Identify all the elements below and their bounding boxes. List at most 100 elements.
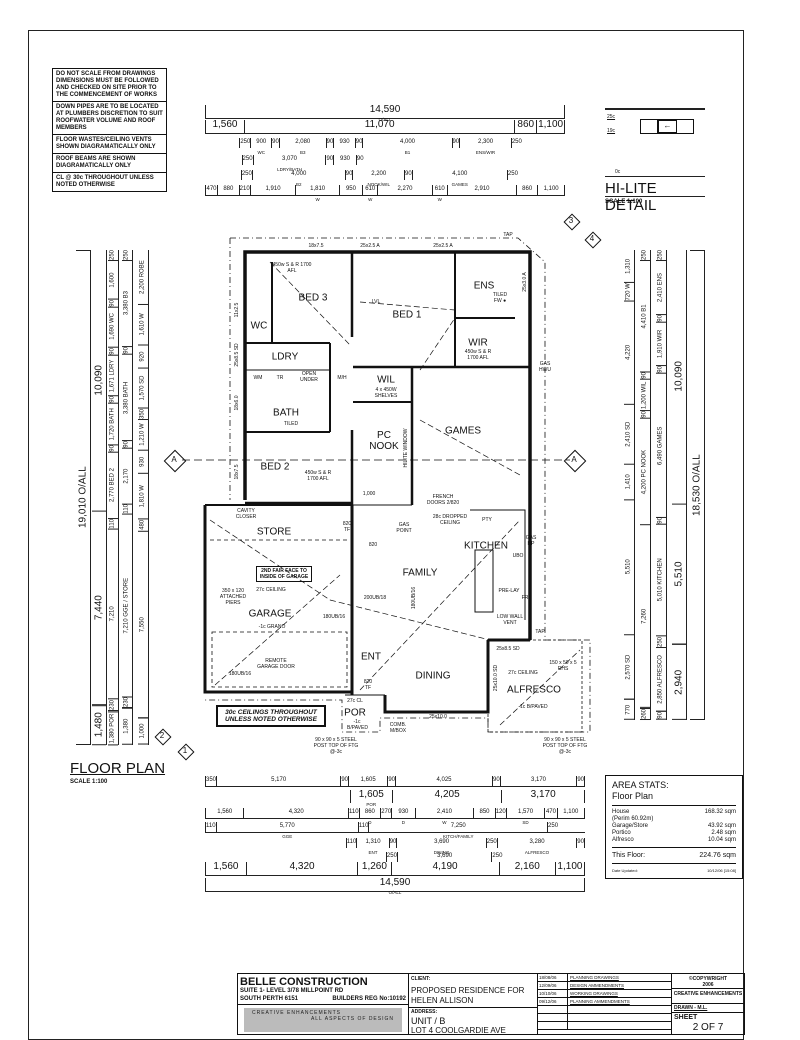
dimension-col-left-overall: 19,010 O/ALL <box>76 250 91 745</box>
tap-label: TAP <box>535 629 545 635</box>
floor-label: -1c GRANO <box>258 624 286 630</box>
room-label-bath: BATH <box>273 407 299 419</box>
dimension-room-label: LDRY/BATH <box>277 167 302 172</box>
note: CL @ 30c THROUGHOUT UNLESS NOTED OTHERWI… <box>56 175 154 188</box>
level-label: 0c <box>615 169 621 175</box>
dimension-segment: 90 <box>388 838 396 848</box>
area-label: (Perim 60.92m) <box>612 816 654 822</box>
room-label-wc: WC <box>250 320 268 332</box>
revision-date: 12/09/06 <box>538 982 568 989</box>
dimension-segment: 5,170 <box>216 776 340 786</box>
logo-text: CREATIVE ENHANCEMENTS <box>252 1010 341 1016</box>
dimension-segment: 3,170 <box>501 790 585 803</box>
dimension-segment: 4,320 <box>243 808 348 818</box>
floor-plan-scale: SCALE 1:100 <box>70 779 108 785</box>
window-tag: 25x8.5 SD <box>234 343 240 367</box>
dimension-segment: 250 <box>491 852 502 862</box>
dimension-segment: 90 <box>325 155 333 165</box>
floor-label: -1c B/PAVED <box>518 704 548 710</box>
ceiling-note: 30c CEILINGS THROUGHOUT UNLESS NOTED OTH… <box>216 705 326 727</box>
company-name: BELLE CONSTRUCTION <box>240 976 368 988</box>
note: FLOOR WASTES/CEILING VENTS SHOWN DIAGRAM… <box>53 135 166 154</box>
dimension-room-label: NOOK/WIL <box>367 182 390 187</box>
note: DOWN PIPES ARE TO BE LOCATED AT PLUMBERS… <box>53 102 166 135</box>
area-label: Garage/Store <box>612 823 649 829</box>
dimension-room-label: ALFRESCO <box>524 850 550 855</box>
dimension-segment: 470 <box>544 808 556 818</box>
dimension-segment: 1,100 <box>537 185 566 195</box>
dimension-segment: 1,605 <box>348 776 387 786</box>
lot-address: LOT 4 COOLGARDIE AVE <box>411 1026 506 1035</box>
dimension-segment: 1,560 <box>205 808 243 818</box>
sheet-label: SHEET <box>674 1014 698 1021</box>
room-label-alfresco: ALFRESCO <box>507 684 561 696</box>
revision-date: 10/10/06 <box>538 990 568 997</box>
builder-cell: BELLE CONSTRUCTION SUITE 1- LEVEL 3/78 M… <box>238 974 409 1034</box>
dimension-segment: 2,160 <box>498 862 555 875</box>
room-label-bed-2: BED 2 <box>260 461 290 473</box>
room-label-ent: ENT <box>361 651 381 663</box>
dimension-room-label: GGE <box>282 834 293 839</box>
room-label-por: POR <box>344 707 366 719</box>
tiled-label: TILED <box>283 421 299 427</box>
meterbox-label: COMB. M/BOX <box>389 722 407 734</box>
level-label: 19c <box>607 128 616 134</box>
piers-label: 350 x 120 ATTACHED PIERS <box>219 588 247 606</box>
dimension-segment: 110 <box>205 822 216 832</box>
dimension-room-label: B3 <box>299 150 306 155</box>
dimension-room-label: W <box>442 820 447 825</box>
robe-note: 450w S & R 1700 AFL <box>304 470 332 482</box>
company-address: SUITE 1- LEVEL 3/78 MILLPOINT RD <box>240 988 344 994</box>
dimension-segment: 1,100 <box>536 120 565 133</box>
dimension-segment: 2,270 <box>377 185 431 195</box>
dimension-segment: 120 <box>494 808 506 818</box>
note: DO NOT SCALE FROM DRAWINGS DIMENSIONS MU… <box>53 69 166 102</box>
revision-desc: DESIGN AMMENDMENTS <box>570 983 625 988</box>
general-notes: DO NOT SCALE FROM DRAWINGS DIMENSIONS MU… <box>52 68 167 192</box>
trough-label: TR <box>276 375 284 381</box>
shelves-label: 4 x 450W SHELVES <box>374 387 398 399</box>
hilite-title: HI-LITE DETAIL <box>605 180 657 214</box>
revision-desc: PLANNING DRAWINGS <box>570 975 619 980</box>
logo-subtext: ALL ASPECTS OF DESIGN <box>310 1016 394 1022</box>
address-label: ADDRESS: <box>411 1009 438 1015</box>
dimension-segment: 90 <box>325 138 333 148</box>
room-label-garage: GARAGE <box>248 608 292 620</box>
creative-enhancements-logo: CREATIVE ENHANCEMENTS ALL ASPECTS OF DES… <box>244 1008 402 1032</box>
grid-label: 1 <box>182 746 188 755</box>
area-stats-title: AREA STATS: <box>612 780 669 790</box>
room-label-ens: ENS <box>473 280 495 292</box>
dimension-segment: 2,910 <box>446 185 516 195</box>
area-total-label: This Floor: <box>612 852 646 859</box>
dimension-segment: 270 <box>380 808 391 818</box>
area-value: 10.04 sqm <box>707 837 736 843</box>
cavity-closer-label: CAVITY CLOSER <box>235 508 257 520</box>
client-label: CLIENT: <box>411 976 431 982</box>
room-label-bed-3: BED 3 <box>298 292 328 304</box>
hilite-scale: SCALE 1:100 <box>605 199 643 205</box>
window-tag: 18x7.5 <box>308 243 324 249</box>
unit-value: UNIT / B <box>411 1016 446 1026</box>
dimension-segment: 470 <box>205 185 217 195</box>
area-total-row: This Floor:224.76 sqm <box>612 851 736 860</box>
client-line-1: PROPOSED RESIDENCE FOR <box>411 986 525 995</box>
window-tag: 25x10.0 <box>429 714 447 720</box>
